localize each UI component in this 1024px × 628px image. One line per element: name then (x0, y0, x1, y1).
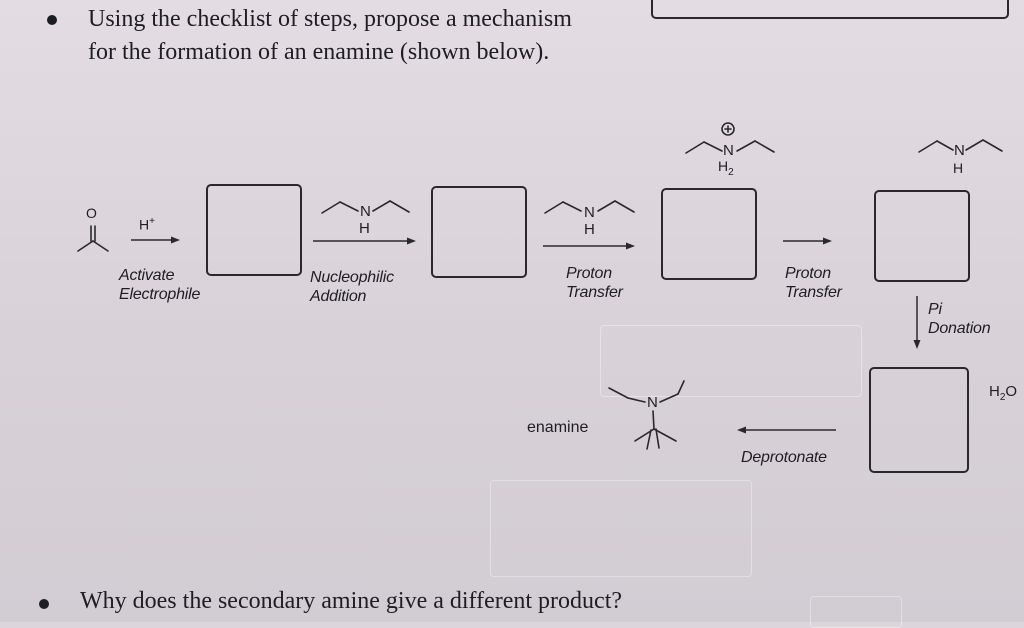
amine-h-label-2: H (584, 221, 595, 238)
step-label-line: Proton (785, 265, 831, 282)
ketone-structure (77, 225, 109, 252)
faint-box (600, 325, 862, 397)
answer-box-top[interactable] (651, 0, 1009, 19)
answer-box-1[interactable] (206, 184, 302, 276)
ammonium-n-label: N (723, 142, 734, 159)
step-label-line: Transfer (566, 284, 623, 301)
answer-box-4[interactable] (874, 190, 970, 282)
step-proton-transfer-1: Proton Transfer (566, 264, 623, 302)
amine-n-label-2: N (584, 204, 595, 221)
diethylamine-structure-3 (918, 139, 1003, 153)
step-label-line: Donation (928, 320, 991, 337)
water-label: H2O (989, 383, 1018, 403)
reaction-arrow-2 (313, 237, 416, 245)
enamine-structure (608, 380, 685, 450)
acid-label: H+ (139, 216, 155, 233)
diethylamine-structure-2 (544, 200, 635, 214)
diethylamine-structure-1 (321, 200, 410, 214)
answer-box-3[interactable] (661, 188, 757, 280)
bullet-point (47, 15, 57, 25)
step-proton-transfer-2: Proton Transfer (785, 264, 842, 302)
step-pi-donation: Pi Donation (928, 300, 991, 338)
atom-o-label: O (86, 205, 97, 221)
amine-h-label-1: H (359, 220, 370, 237)
step-label-line: Proton (566, 265, 612, 282)
reaction-arrow-6 (737, 426, 836, 434)
reaction-arrow-5 (913, 296, 921, 349)
ammonium-h2-label: H2 (718, 158, 734, 178)
amine-h-label-3: H (953, 160, 964, 176)
answer-box-2[interactable] (431, 186, 527, 278)
enamine-n-label: N (647, 394, 658, 411)
diethylammonium-structure (685, 122, 775, 154)
enamine-label: enamine (527, 419, 589, 436)
faint-box (490, 480, 752, 577)
reaction-arrow-3 (543, 242, 635, 250)
step-label-line: Transfer (785, 284, 842, 301)
reaction-arrow-4 (783, 237, 832, 245)
step-label-line: Activate (119, 267, 175, 284)
question-2-text: Why does the secondary amine give a diff… (80, 588, 623, 614)
amine-n-label-3: N (954, 142, 965, 159)
bullet-point (39, 599, 49, 609)
question-line-2: for the formation of an enamine (shown b… (88, 39, 550, 65)
step-label-line: Electrophile (119, 286, 201, 303)
step-label-line: Addition (310, 288, 367, 305)
step-nucleophilic-addition: Nucleophilic Addition (310, 268, 394, 306)
amine-n-label-1: N (360, 203, 371, 220)
step-activate-electrophile: Activate Electrophile (119, 266, 200, 304)
step-deprotonate: Deprotonate (741, 449, 827, 466)
step-label-line: Nucleophilic (310, 269, 394, 286)
answer-box-5[interactable] (869, 367, 969, 473)
step-label-line: Pi (928, 301, 942, 318)
reaction-arrow-1 (131, 236, 180, 244)
question-line-1: Using the checklist of steps, propose a … (88, 6, 572, 32)
